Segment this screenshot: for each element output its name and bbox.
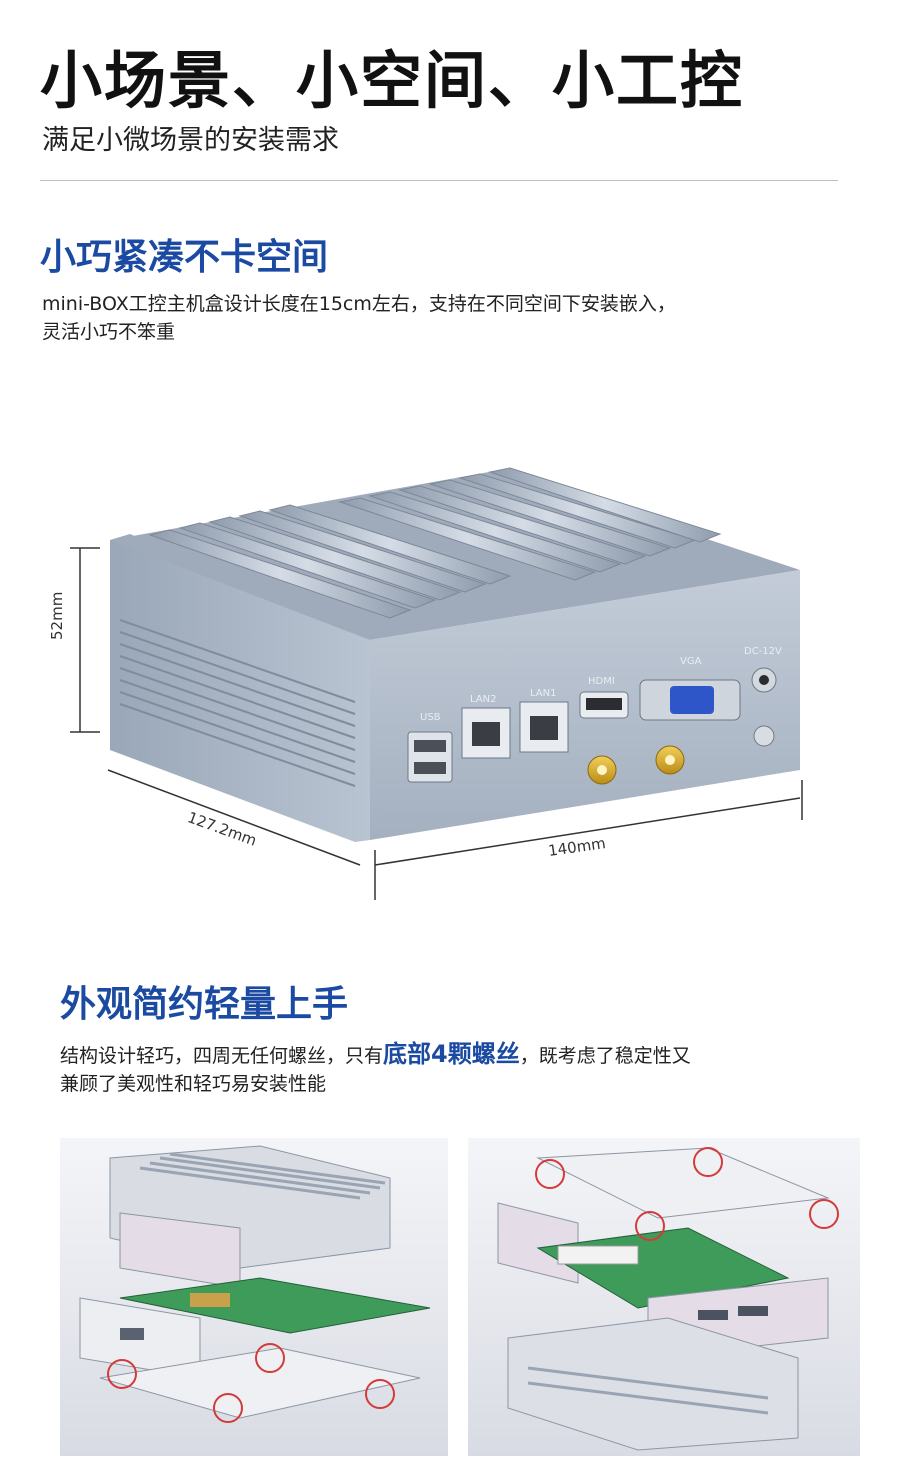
appearance-text-after: ，既考虑了稳定性又 bbox=[519, 1045, 691, 1067]
appearance-text-before: 结构设计轻巧，四周无任何螺丝，只有 bbox=[60, 1045, 384, 1067]
appearance-line-2: 兼顾了美观性和轻巧易安装性能 bbox=[60, 1073, 327, 1095]
description-line-1: mini-BOX工控主机盒设计长度在15cm左右，支持在不同空间下安装嵌入， bbox=[42, 293, 676, 315]
page-subheadline: 满足小微场景的安装需求 bbox=[42, 125, 339, 156]
exploded-view-left bbox=[60, 1138, 448, 1456]
chassis-front-panel: USB LAN2 LAN1 HDMI VGA DC-12V bbox=[370, 570, 800, 840]
lan2-port-label: LAN2 bbox=[470, 694, 496, 705]
usb-port-label: USB bbox=[420, 712, 441, 723]
exploded-view-right bbox=[468, 1138, 860, 1456]
description-line-2: 灵活小巧不笨重 bbox=[42, 321, 176, 343]
heatsink-fins bbox=[110, 467, 800, 640]
dimension-lines bbox=[70, 547, 803, 900]
product-dimension-illustration: USB LAN2 LAN1 HDMI VGA DC-12V bbox=[70, 467, 803, 900]
dc-port-label: DC-12V bbox=[744, 646, 782, 657]
vga-port-label: VGA bbox=[680, 656, 702, 667]
appearance-highlight: 底部4颗螺丝 bbox=[383, 1040, 520, 1068]
appearance-line-1: 结构设计轻巧，四周无任何螺丝，只有底部4颗螺丝，既考虑了稳定性又 bbox=[60, 1040, 860, 1070]
height-dimension-label: 52mm bbox=[48, 591, 66, 640]
divider bbox=[40, 180, 838, 181]
chassis-left-side bbox=[110, 534, 370, 842]
section-title-compact: 小巧紧凑不卡空间 bbox=[40, 237, 329, 278]
section-description-appearance: 结构设计轻巧，四周无任何螺丝，只有底部4颗螺丝，既考虑了稳定性又 兼顾了美观性和… bbox=[60, 1040, 860, 1098]
section-description-compact: mini-BOX工控主机盒设计长度在15cm左右，支持在不同空间下安装嵌入， 灵… bbox=[42, 290, 862, 346]
lan1-port-label: LAN1 bbox=[530, 688, 556, 699]
page-headline: 小场景、小空间、小工控 bbox=[40, 44, 745, 117]
hdmi-port-label: HDMI bbox=[588, 676, 615, 687]
section-title-appearance: 外观简约轻量上手 bbox=[60, 984, 349, 1025]
